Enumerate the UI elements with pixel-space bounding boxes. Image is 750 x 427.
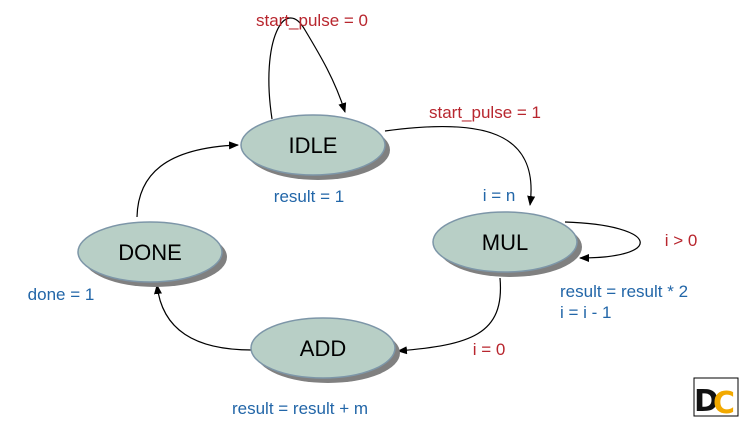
add-to-done-arrow: [154, 284, 253, 351]
mul-entry-action: i = n: [483, 186, 516, 205]
mul-self-condition: i > 0: [665, 231, 698, 250]
state-idle: IDLE: [240, 114, 390, 180]
mul-to-add-condition: i = 0: [473, 340, 506, 359]
dc-logo: D C: [693, 377, 739, 421]
add-output: result = result + m: [232, 399, 368, 418]
logo-letter-d: D: [694, 384, 719, 419]
state-mul: MUL: [432, 211, 582, 277]
idle-to-mul-condition: start_pulse = 1: [429, 103, 541, 122]
state-done-label: DONE: [118, 240, 182, 265]
mul-self-loop-arrow: [564, 221, 641, 262]
mul-to-add-arrow: [397, 277, 502, 355]
state-done: DONE: [77, 221, 227, 287]
state-mul-label: MUL: [482, 230, 528, 255]
idle-self-loop-arrow: [268, 17, 347, 120]
idle-self-condition: start_pulse = 0: [256, 11, 368, 30]
done-output: done = 1: [28, 285, 95, 304]
idle-output: result = 1: [274, 187, 344, 206]
done-to-idle-arrow: [136, 141, 239, 218]
state-idle-label: IDLE: [289, 133, 338, 158]
state-add: ADD: [250, 317, 400, 383]
idle-to-mul-arrow: [384, 125, 536, 206]
state-add-label: ADD: [300, 336, 346, 361]
mul-output-line-2: i = i - 1: [560, 303, 612, 322]
mul-output-line-1: result = result * 2: [560, 282, 688, 301]
logo-letter-c: C: [713, 386, 735, 421]
